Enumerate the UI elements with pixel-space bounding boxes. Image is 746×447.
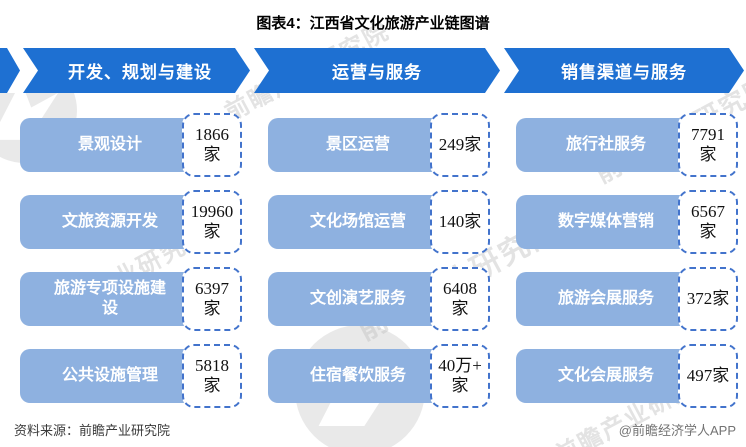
category-label: 数字媒体营销: [557, 213, 654, 230]
category-label: 景区运营: [325, 136, 390, 153]
category-box: 文化场馆运营: [268, 195, 448, 249]
category-box: 文化会展服务: [516, 349, 696, 403]
chain-item: 文化场馆运营 140家: [268, 190, 490, 254]
chain-item: 住宿餐饮服务 40万+家: [268, 344, 490, 408]
stage-banner-label: 运营与服务: [332, 63, 422, 82]
count-unit: 家: [451, 299, 469, 318]
chain-item: 文化会展服务 497家: [516, 344, 738, 408]
count-unit: 家: [712, 288, 730, 308]
chevron-right-icon: [7, 48, 38, 93]
category-label: 公共设施管理: [61, 367, 158, 384]
category-label: 旅行社服务: [565, 136, 646, 153]
category-box: 公共设施管理: [20, 349, 200, 403]
chain-item: 景区运营 249家: [268, 113, 490, 177]
category-box: 文旅资源开发: [20, 195, 200, 249]
count-box: 497家: [678, 344, 738, 408]
category-label: 景观设计: [77, 136, 142, 153]
category-label: 文创演艺服务: [309, 290, 406, 307]
stage-banner-sales: 销售渠道与服务: [504, 48, 744, 93]
category-label: 旅游会展服务: [557, 290, 654, 307]
category-label: 文化会展服务: [557, 367, 654, 384]
stage-banner-label: 销售渠道与服务: [561, 63, 687, 82]
category-label: 文旅资源开发: [61, 213, 158, 230]
category-box: 旅行社服务: [516, 118, 696, 172]
count-value: 1866: [195, 124, 229, 144]
stage-banner-development: 开发、规划与建设: [0, 48, 250, 93]
category-box: 景区运营: [268, 118, 448, 172]
count-value: 6397: [195, 278, 229, 298]
credit-note: @前瞻经济学人APP: [618, 423, 736, 438]
count-unit: 家: [203, 376, 221, 395]
category-box: 旅游专项设施建设: [20, 272, 200, 326]
count-value: 140: [438, 211, 465, 231]
count-unit: 家: [203, 222, 221, 241]
count-value: 249: [438, 134, 465, 154]
category-box: 旅游会展服务: [516, 272, 696, 326]
stage-banner-row: 开发、规划与建设 运营与服务 销售渠道与服务: [0, 48, 746, 93]
count-unit: 家: [203, 145, 221, 164]
count-value: 6567: [691, 201, 725, 221]
category-box: 景观设计: [20, 118, 200, 172]
count-value: 372: [686, 288, 713, 308]
count-box: 40万+家: [430, 344, 490, 408]
category-label: 文化场馆运营: [309, 213, 406, 230]
count-unit: 家: [699, 222, 717, 241]
footer: 资料来源：前瞻产业研究院 @前瞻经济学人APP: [0, 420, 746, 439]
count-value: 7791: [691, 124, 725, 144]
count-unit: 家: [712, 365, 730, 385]
category-box: 住宿餐饮服务: [268, 349, 448, 403]
count-box: 249家: [430, 113, 490, 177]
count-box: 372家: [678, 267, 738, 331]
count-unit: 家: [464, 211, 482, 231]
category-label: 旅游专项设施建设: [53, 280, 166, 317]
chain-item: 旅游会展服务 372家: [516, 267, 738, 331]
stage-banner-label: 开发、规划与建设: [68, 63, 212, 82]
category-label: 住宿餐饮服务: [309, 367, 406, 384]
count-value: 497: [686, 365, 713, 385]
count-value: 5818: [195, 355, 229, 375]
page-title: 图表4：江西省文化旅游产业链图谱: [256, 15, 490, 32]
count-box: 140家: [430, 190, 490, 254]
count-unit: 家: [451, 376, 469, 395]
count-value: 6408: [443, 278, 477, 298]
count-value: 19960: [190, 201, 234, 221]
count-unit: 家: [464, 134, 482, 154]
count-value: 40万+: [438, 355, 482, 375]
count-unit: 家: [203, 299, 221, 318]
category-box: 文创演艺服务: [268, 272, 448, 326]
count-unit: 家: [699, 145, 717, 164]
source-note: 资料来源：前瞻产业研究院: [14, 423, 171, 438]
stage-banner-operations: 运营与服务: [254, 48, 500, 93]
category-box: 数字媒体营销: [516, 195, 696, 249]
